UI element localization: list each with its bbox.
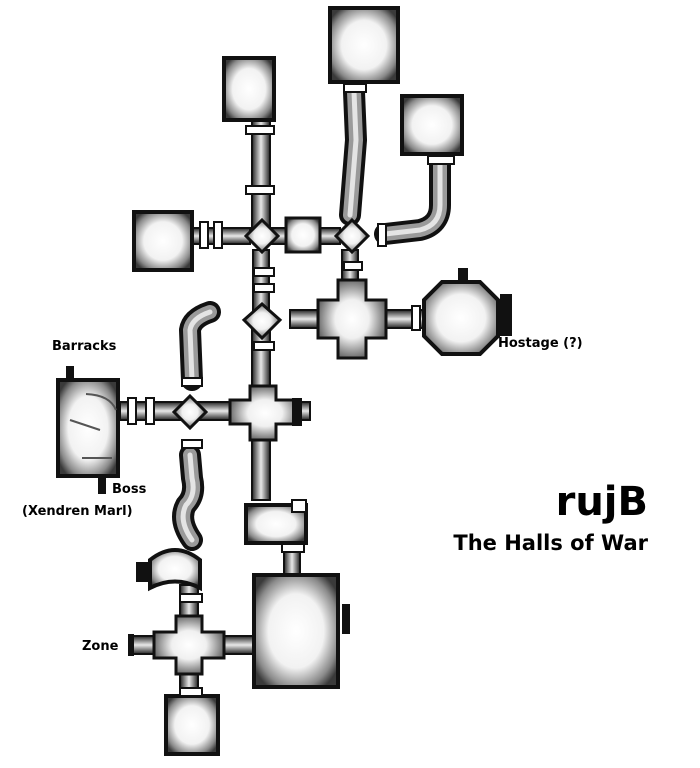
- room-boss-alcove: [148, 548, 202, 592]
- map-title: rujB: [555, 479, 648, 525]
- label-zone: Zone: [82, 639, 119, 654]
- map-subtitle: The Halls of War: [453, 531, 648, 555]
- room-hostage: [422, 280, 500, 356]
- room-north-east: [400, 94, 464, 156]
- junction-hubs: [152, 217, 388, 676]
- label-barracks: Barracks: [52, 339, 117, 354]
- room-large: [252, 573, 340, 689]
- label-hostage: Hostage (?): [498, 336, 583, 351]
- curved-corridors: [172, 81, 451, 551]
- room-top: [328, 6, 400, 84]
- room-bottom: [164, 694, 220, 756]
- rooms: [56, 6, 500, 756]
- doors: [127, 83, 455, 697]
- room-small-center: [284, 216, 322, 254]
- room-west: [132, 210, 194, 272]
- room-north-west: [222, 56, 276, 122]
- room-barracks: [56, 378, 120, 478]
- stubs: [66, 268, 512, 656]
- barracks-interior: [69, 393, 117, 459]
- label-boss-name: (Xendren Marl): [22, 504, 133, 519]
- label-boss: Boss: [112, 482, 147, 497]
